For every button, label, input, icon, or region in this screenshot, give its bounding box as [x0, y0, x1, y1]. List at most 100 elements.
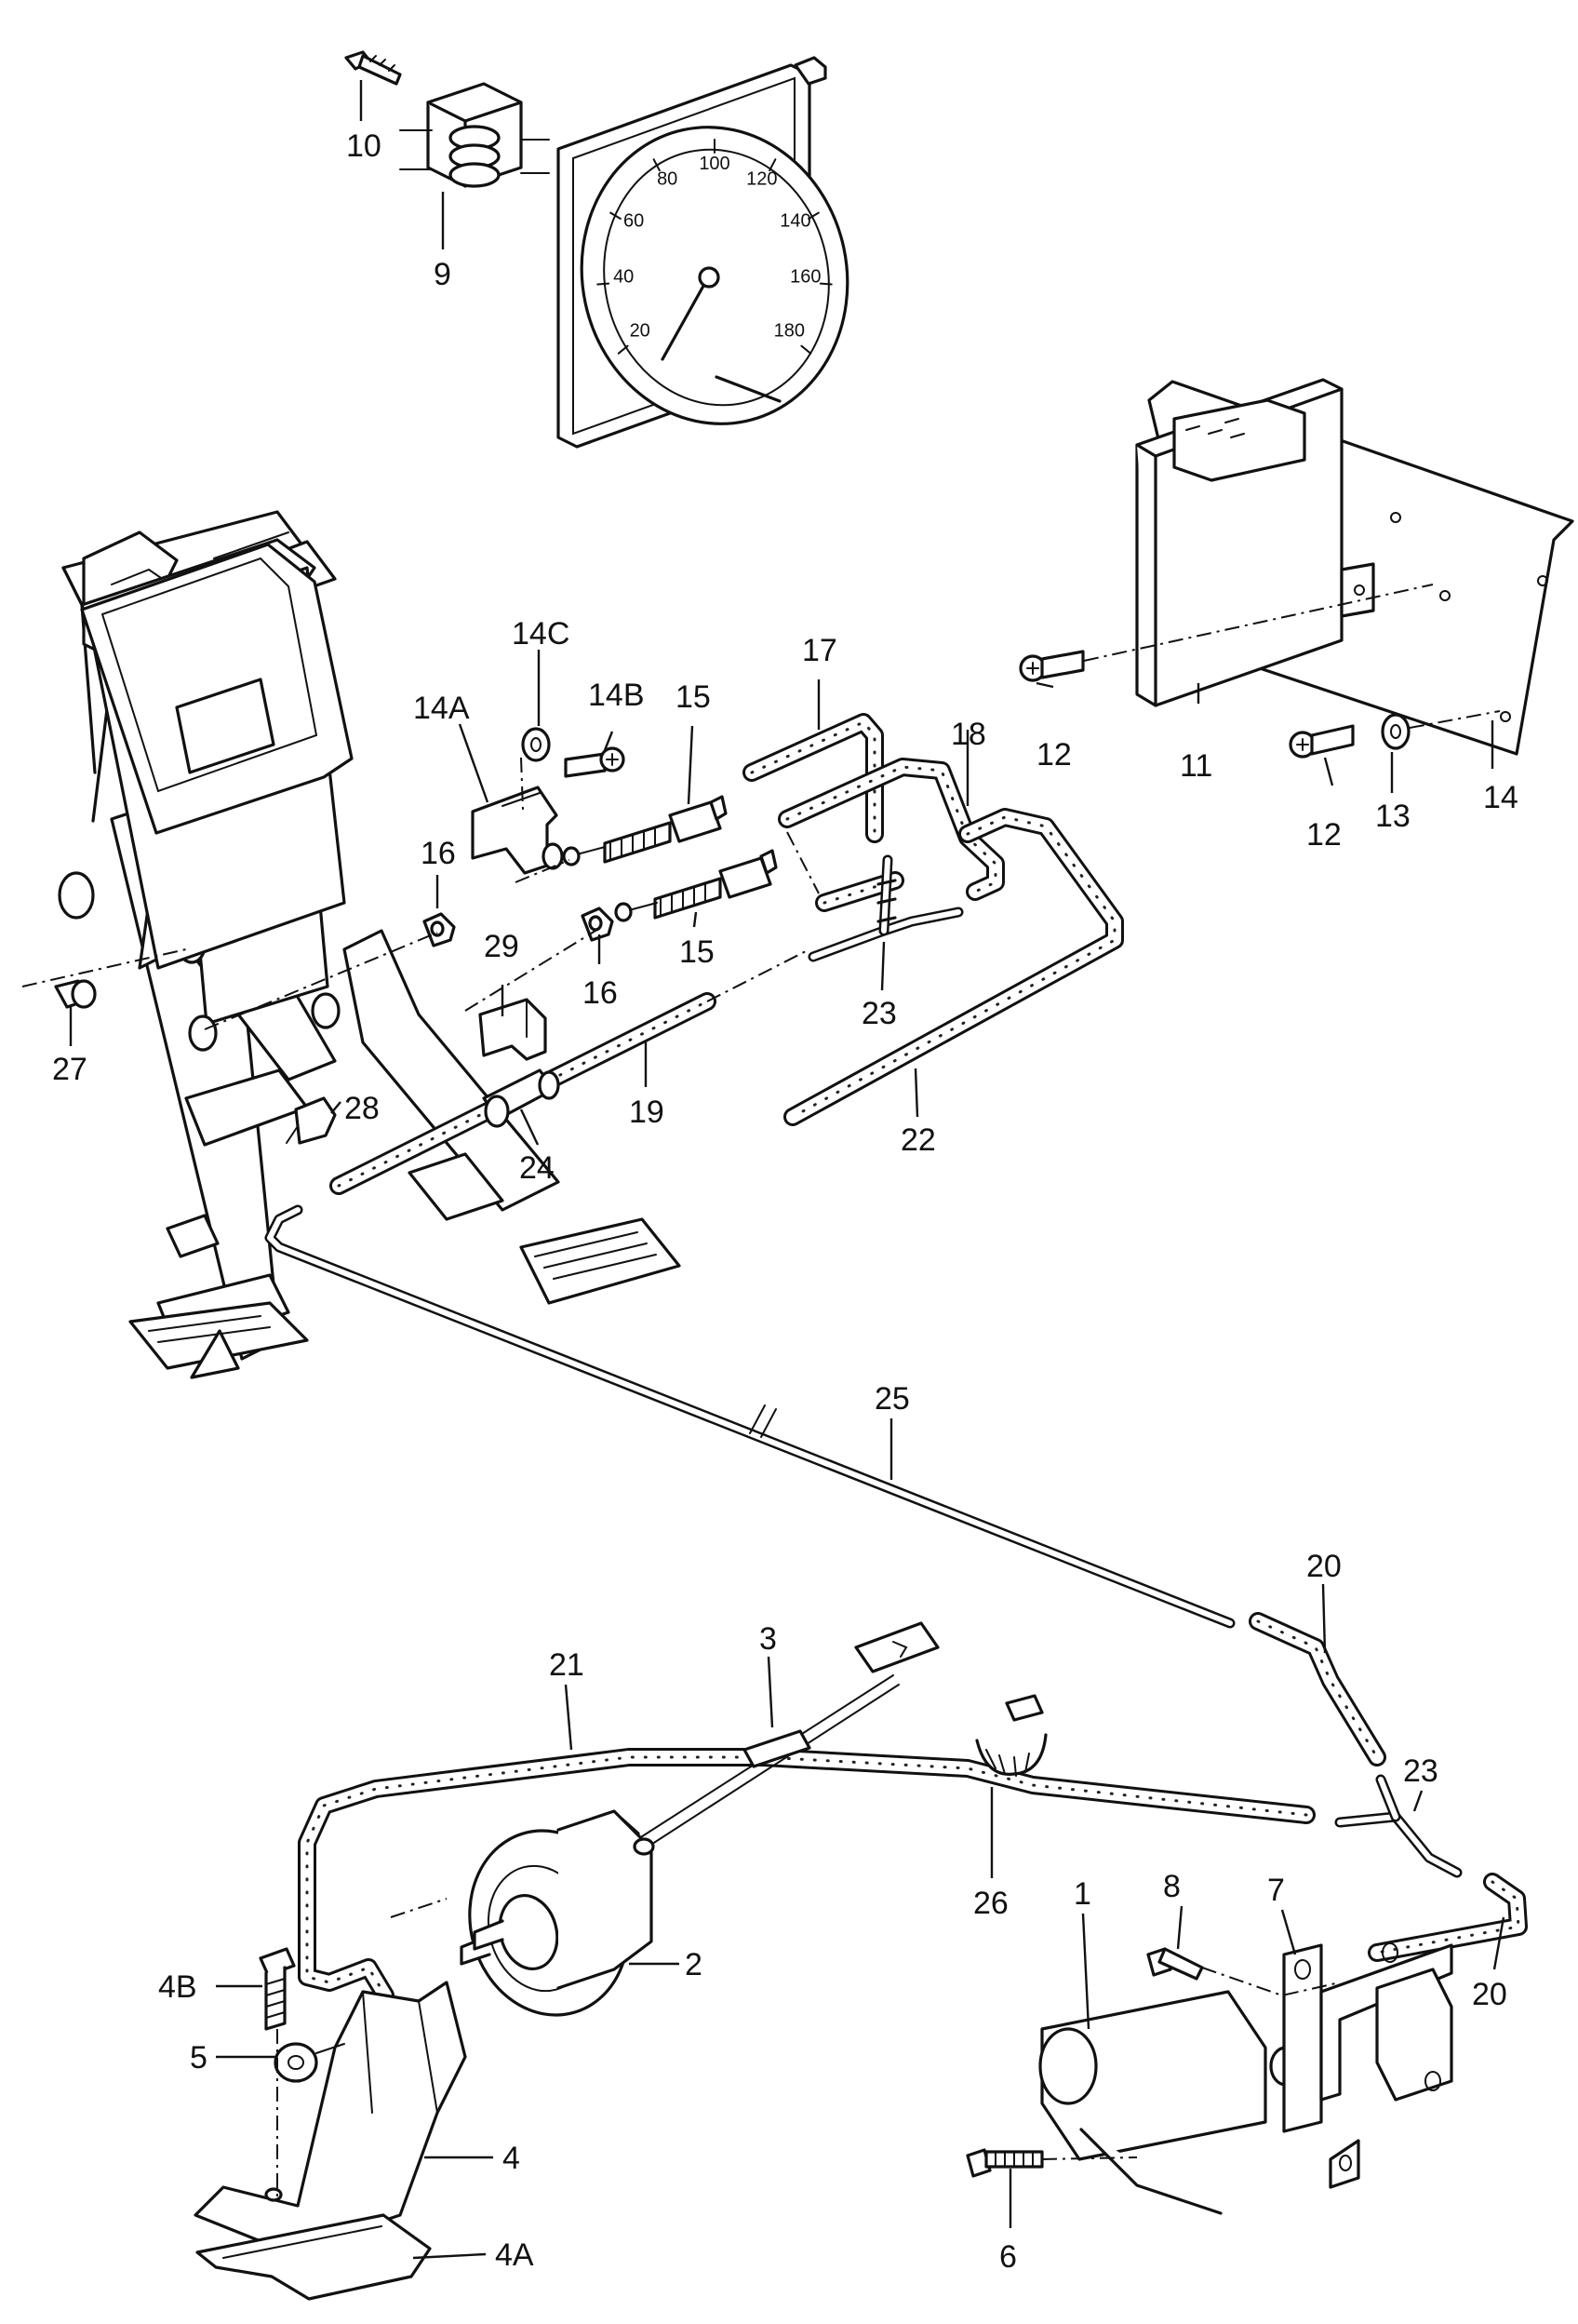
- leader-lines: [69, 80, 1505, 2260]
- retainer-28: [286, 1096, 337, 1145]
- hose-22: [783, 808, 1124, 1126]
- fastening-axis-6: [1041, 2156, 1138, 2160]
- label-4A: 4A: [495, 2237, 534, 2273]
- cable-3: [575, 1621, 940, 1859]
- speed-scale-tick: [819, 282, 833, 286]
- label-20b: 20: [1472, 1977, 1507, 2012]
- speed-scale-tick: [800, 344, 812, 355]
- speed-scale-label: 140: [780, 210, 810, 231]
- label-2: 2: [685, 1947, 702, 1982]
- label-12b: 12: [1306, 817, 1342, 853]
- label-24: 24: [519, 1150, 555, 1186]
- pedal-cluster-top-plate: [80, 543, 354, 835]
- screw-8: [1146, 1947, 1204, 1981]
- vacuum-servo-2: [460, 1809, 655, 2017]
- nut-5: [274, 2042, 345, 2083]
- speed-scale-tick: [609, 211, 622, 220]
- label-17: 17: [802, 633, 837, 668]
- label-10: 10: [346, 128, 381, 164]
- fastening-axis-8: [1201, 1967, 1341, 1997]
- speed-scale-tick: [596, 282, 610, 286]
- label-14: 14: [1483, 780, 1518, 815]
- label-6: 6: [999, 2239, 1017, 2275]
- fastening-axis-12a: [1083, 584, 1434, 662]
- fastening-axis-14C: [520, 757, 524, 811]
- clamp-26: [975, 1694, 1048, 1777]
- label-16b: 16: [582, 975, 618, 1011]
- hose-20a: [1249, 1612, 1386, 1767]
- speed-scale-label: 60: [623, 210, 644, 231]
- label-5: 5: [190, 2040, 207, 2075]
- label-19: 19: [629, 1095, 664, 1130]
- fastening-axis-16a: [515, 859, 570, 883]
- buffer-27: [58, 871, 95, 920]
- bracket-4: [194, 1981, 467, 2254]
- t-piece-23b: [1334, 1774, 1463, 1878]
- label-3: 3: [759, 1621, 777, 1657]
- label-14B: 14B: [588, 678, 645, 713]
- label-14C: 14C: [512, 616, 569, 652]
- clip-16b: [581, 907, 614, 942]
- fastening-axis-16b: [204, 930, 596, 1030]
- part-labels: 10 9 14C 14A 14B 15 17 18 12 11 12 13 14…: [52, 128, 1518, 2275]
- label-11: 11: [1180, 748, 1212, 784]
- bracket-29: [478, 998, 547, 1061]
- control-valve-1: [1038, 1990, 1303, 2215]
- speed-scale-tick: [617, 344, 629, 355]
- speed-scale-tick: [769, 158, 777, 172]
- label-23a: 23: [862, 996, 897, 1031]
- t-piece-23a: [808, 854, 964, 962]
- label-4B: 4B: [158, 1969, 197, 2005]
- label-28: 28: [344, 1091, 380, 1126]
- sleeve-24: [482, 1068, 560, 1128]
- screw-14B: [564, 746, 625, 778]
- speed-scale-label: 120: [746, 169, 777, 190]
- vent-valve-15b: [614, 849, 778, 922]
- cable-25: [264, 1204, 1236, 1629]
- bracket-14A: [471, 786, 564, 875]
- speed-scale-label: 160: [790, 267, 821, 288]
- hose-20b: [1368, 1873, 1528, 1962]
- label-16a: 16: [421, 836, 456, 871]
- switch-9: [399, 82, 550, 188]
- bracket-7: [1282, 1942, 1453, 2189]
- label-23b: 23: [1403, 1753, 1438, 1789]
- stop-switch-27: [54, 979, 97, 1009]
- label-9: 9: [434, 257, 451, 292]
- speed-scale-tick: [652, 158, 661, 172]
- label-15a: 15: [675, 679, 711, 715]
- hose-connection-line-18: [786, 831, 820, 894]
- clip-16a: [422, 912, 456, 947]
- fastening-axis-4B: [276, 1898, 448, 2196]
- label-20a: 20: [1306, 1549, 1342, 1584]
- cable-connection-line-19: [706, 948, 810, 1002]
- speed-scale-label: 180: [774, 320, 805, 341]
- speed-scale-label: 80: [657, 169, 677, 190]
- vent-valve-15a: [562, 795, 728, 866]
- label-7: 7: [1267, 1873, 1285, 1908]
- label-29: 29: [484, 929, 519, 964]
- label-18: 18: [951, 717, 986, 752]
- label-12a: 12: [1036, 737, 1072, 772]
- screw-6: [966, 2148, 1044, 2178]
- speed-scale-tick: [808, 211, 820, 220]
- washer-14C: [521, 727, 551, 762]
- label-21: 21: [549, 1647, 584, 1683]
- label-15b: 15: [679, 934, 715, 970]
- control-unit-11: [1135, 378, 1574, 756]
- label-14A: 14A: [413, 691, 470, 726]
- bracket-4A: [195, 2213, 432, 2301]
- label-26: 26: [973, 1886, 1009, 1921]
- screw-10: [344, 50, 402, 86]
- label-27: 27: [52, 1052, 87, 1087]
- speed-scale-label: 20: [630, 320, 650, 341]
- screw-12b: [1289, 724, 1355, 759]
- screw-12a: [1019, 650, 1085, 682]
- label-8: 8: [1163, 1869, 1181, 1904]
- label-22: 22: [901, 1122, 936, 1158]
- bolt-4B: [259, 1947, 296, 2031]
- hose-21: [298, 1748, 1316, 2005]
